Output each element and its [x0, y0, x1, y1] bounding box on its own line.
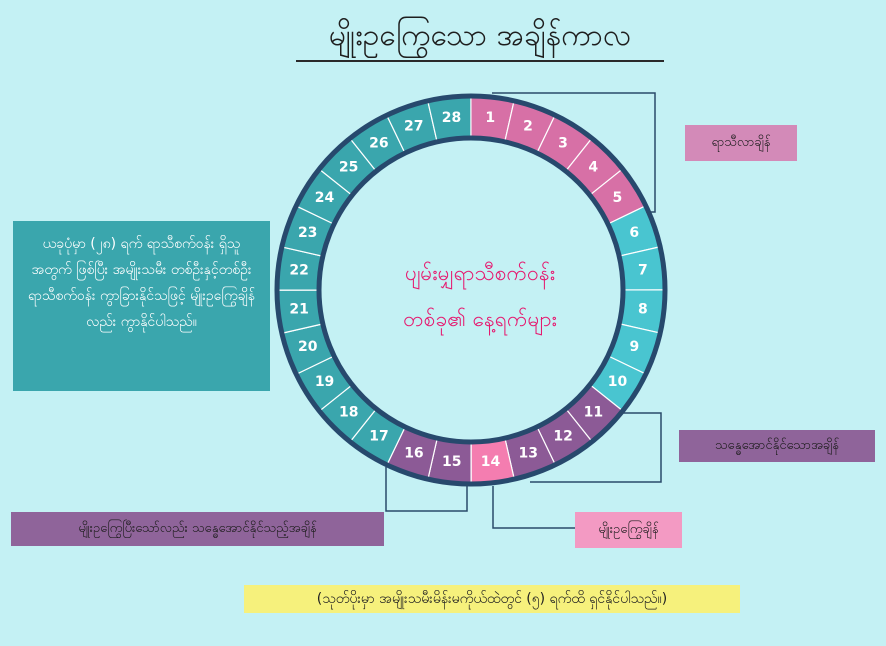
day-label-20: 20 — [298, 339, 318, 355]
day-label-25: 25 — [339, 160, 358, 176]
day-label-22: 22 — [289, 263, 308, 279]
day-label-13: 13 — [518, 445, 537, 461]
day-label-5: 5 — [613, 190, 623, 206]
day-label-17: 17 — [369, 429, 388, 445]
title-underline — [296, 60, 664, 62]
day-label-15: 15 — [442, 454, 461, 470]
bottom-note: (သုတ်ပိုးမှာ အမျိုးသမီးမိန်းမကိုယ်ထဲတွင်… — [244, 585, 740, 613]
day-label-8: 8 — [638, 301, 648, 317]
diagram-title: မျိုးဥကြွေသော အချိန်ကာလ — [328, 18, 632, 53]
day-label-9: 9 — [629, 339, 639, 355]
day-label-14: 14 — [481, 454, 501, 470]
ovulation-label: မျိုးဥကြွေချိန် — [575, 512, 682, 548]
center-text: ပျမ်းမျှရာသီစက်ဝန်း တစ်ခု၏ နေ့ရက်များ — [330, 250, 630, 350]
after-ovulation-label: မျိုးဥကြွေပြီးသော်လည်း သန္ဓေအောင်နိုင်သည… — [11, 512, 384, 546]
day-label-3: 3 — [558, 135, 568, 151]
after-ovulation-leader-line — [385, 467, 468, 512]
day-label-19: 19 — [315, 374, 334, 390]
info-box: ယခုပုံမှာ (၂၈) ရက် ရာသီစက်ဝန်း ရှိသူအတွက… — [13, 221, 270, 391]
period-label: ရာသီလာချိန် — [685, 125, 797, 161]
day-label-10: 10 — [608, 374, 628, 390]
ring-inner-border — [316, 135, 626, 445]
day-label-1: 1 — [485, 110, 495, 126]
day-label-7: 7 — [638, 263, 648, 279]
day-label-26: 26 — [369, 136, 388, 152]
day-label-12: 12 — [553, 428, 572, 444]
center-text-line2: တစ်ခု၏ နေ့ရက်များ — [403, 307, 557, 331]
day-label-28: 28 — [442, 110, 461, 126]
day-label-11: 11 — [584, 404, 603, 420]
center-text-line1: ပျမ်းမျှရာသီစက်ဝန်း — [404, 261, 556, 285]
fertile-label: သန္ဓေအောင်နိုင်သောအချိန် — [679, 430, 875, 462]
day-label-24: 24 — [315, 190, 335, 206]
day-label-6: 6 — [629, 225, 639, 241]
day-label-23: 23 — [298, 225, 317, 241]
fertile-leader-line — [530, 412, 662, 483]
day-label-21: 21 — [289, 301, 308, 317]
ring-outer-border — [274, 93, 668, 487]
period-leader-line — [492, 92, 656, 213]
ovulation-leader-line — [492, 486, 575, 529]
day-label-27: 27 — [404, 119, 423, 135]
day-label-2: 2 — [523, 119, 533, 135]
day-label-18: 18 — [339, 404, 358, 420]
day-label-16: 16 — [404, 445, 423, 461]
day-label-4: 4 — [588, 160, 598, 176]
